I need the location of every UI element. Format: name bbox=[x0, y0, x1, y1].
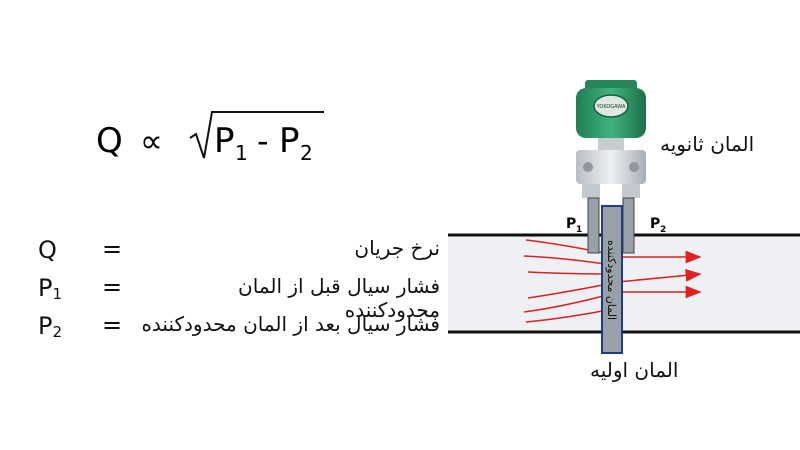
legend-symbol-sub: 2 bbox=[52, 323, 63, 341]
transmitter-flange-right bbox=[622, 184, 640, 198]
formula-p1-sub: 1 bbox=[235, 141, 248, 165]
orifice-plate bbox=[601, 205, 623, 354]
legend-row-p2: P2 = فشار سیال بعد از المان محدودکننده bbox=[38, 308, 458, 346]
legend-symbol-sub: 1 bbox=[52, 285, 63, 303]
flow-formula: Q ∝ P 1 - P 2 bbox=[96, 111, 324, 165]
tap-label-p1-sub: 1 bbox=[576, 225, 582, 235]
formula-proportional: ∝ bbox=[140, 122, 163, 160]
legend-row-p1: P1 = فشار سیال قبل از المان محدودکننده bbox=[38, 270, 458, 322]
legend-symbol-text: Q bbox=[38, 236, 57, 264]
transmitter-capsule bbox=[576, 150, 646, 184]
legend-symbol: Q bbox=[38, 236, 57, 265]
tap-label-p1: P bbox=[566, 216, 576, 232]
transmitter-neck bbox=[598, 138, 624, 150]
flow-diagram: YOKOGAWA P 1 P 2 المان محدودکننده bbox=[448, 80, 800, 354]
impulse-line-p1 bbox=[587, 197, 600, 254]
legend-description: نرخ جریان bbox=[354, 236, 440, 260]
formula-p2-sub: 2 bbox=[300, 141, 313, 165]
orifice-plate-label: المان محدودکننده bbox=[605, 240, 618, 320]
transmitter-bolt bbox=[583, 162, 593, 172]
legend-symbol-text: P bbox=[38, 312, 53, 340]
primary-element-label: المان اولیه bbox=[590, 358, 679, 382]
sqrt-symbol bbox=[189, 111, 324, 159]
legend-symbol-text: P bbox=[38, 274, 53, 302]
formula-q: Q bbox=[96, 121, 123, 161]
legend-equals: = bbox=[102, 235, 123, 263]
legend-description: فشار سیال بعد از المان محدودکننده bbox=[141, 312, 440, 336]
legend-equals: = bbox=[102, 311, 123, 339]
legend-equals: = bbox=[102, 273, 123, 301]
transmitter-brand: YOKOGAWA bbox=[596, 104, 626, 110]
transmitter-display bbox=[593, 94, 629, 118]
secondary-element-label: المان ثانویه bbox=[660, 132, 755, 156]
legend-description: فشار سیال قبل از المان محدودکننده bbox=[238, 274, 440, 322]
legend-row-q: Q = نرخ جریان bbox=[38, 232, 458, 270]
transmitter: YOKOGAWA bbox=[576, 80, 646, 198]
transmitter-flange-left bbox=[582, 184, 600, 198]
legend-symbol: P1 bbox=[38, 274, 62, 303]
formula-p2: P bbox=[279, 121, 300, 161]
variable-legend: Q = نرخ جریان P1 = فشار سیال قبل از الما… bbox=[38, 232, 458, 346]
tap-label-p2-sub: 2 bbox=[660, 225, 666, 235]
formula-minus: - bbox=[257, 122, 269, 160]
tap-label-p2: P bbox=[650, 216, 660, 232]
impulse-line-p2 bbox=[622, 197, 635, 254]
transmitter-bolt bbox=[629, 162, 639, 172]
formula-p1: P bbox=[214, 121, 235, 161]
legend-symbol: P2 bbox=[38, 312, 62, 341]
